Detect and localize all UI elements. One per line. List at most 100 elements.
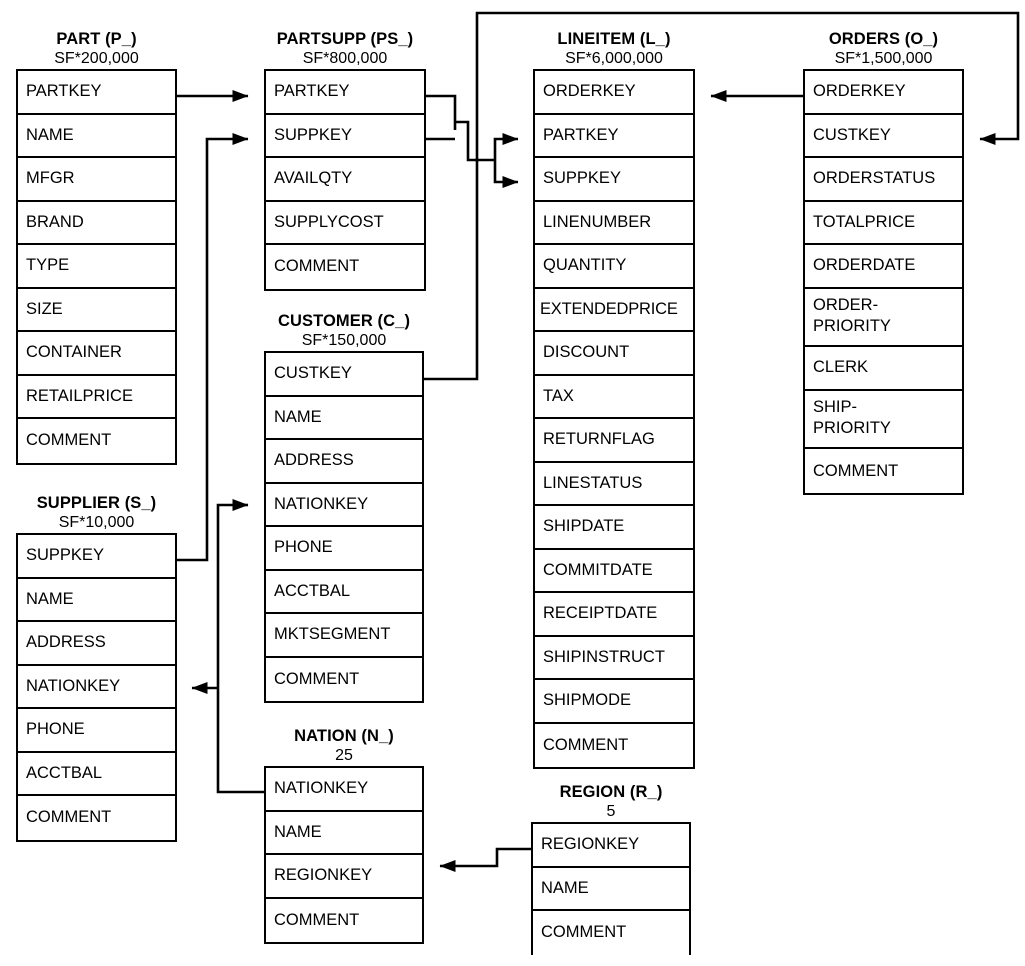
wire-region-to-nation: [439, 847, 531, 872]
entity-cardinality-orders: SF*1,500,000: [834, 50, 933, 67]
field-orders-clerk: CLERK: [805, 347, 962, 391]
field-lineitem-partkey: PARTKEY: [535, 115, 693, 158]
field-region-regionkey: REGIONKEY: [533, 824, 689, 868]
wire-customer-to-orders: [424, 11, 1020, 381]
entity-cardinality-customer: SF*150,000: [301, 332, 387, 349]
field-lineitem-linenumber: LINENUMBER: [535, 202, 693, 245]
field-lineitem-commitdate: COMMITDATE: [535, 550, 693, 593]
field-supplier-name: NAME: [18, 579, 175, 622]
wire-partsupp-bracket-partkey: [426, 94, 457, 130]
field-orders-orderstatus: ORDERSTATUS: [805, 158, 962, 202]
field-customer-nationkey: NATIONKEY: [266, 484, 422, 527]
field-lineitem-shipdate: SHIPDATE: [535, 506, 693, 550]
field-lineitem-shipinstruct: SHIPINSTRUCT: [535, 637, 693, 680]
field-orders-totalprice: TOTALPRICE: [805, 202, 962, 245]
field-customer-name: NAME: [266, 397, 422, 440]
wire-nation-trunk: [216, 503, 264, 794]
field-lineitem-extendedprice: EXTENDEDPRICE: [535, 289, 693, 332]
field-orders-orderpriority: ORDER- PRIORITY: [805, 289, 962, 348]
field-nation-nationkey: NATIONKEY: [266, 768, 422, 812]
wire-to-lineitem-suppkey: [493, 160, 519, 188]
entity-title-customer: CUSTOMER (C_): [277, 312, 411, 330]
field-part-brand: BRAND: [18, 202, 175, 245]
field-lineitem-tax: TAX: [535, 376, 693, 419]
field-lineitem-orderkey: ORDERKEY: [535, 71, 693, 115]
field-part-retailprice: RETAILPRICE: [18, 376, 175, 419]
field-orders-custkey: CUSTKEY: [805, 115, 962, 158]
field-orders-shippriority: SHIP- PRIORITY: [805, 391, 962, 450]
field-partsupp-suppkey: SUPPKEY: [266, 115, 424, 158]
field-part-name: NAME: [18, 115, 175, 158]
entity-cardinality-lineitem: SF*6,000,000: [565, 50, 663, 67]
wire-to-lineitem-partkey: [493, 133, 519, 160]
field-supplier-address: ADDRESS: [18, 622, 175, 666]
field-part-type: TYPE: [18, 245, 175, 289]
entity-title-nation: NATION (N_): [294, 727, 394, 745]
field-lineitem-comment: COMMENT: [543, 735, 629, 754]
field-part-comment: COMMENT: [26, 431, 112, 450]
field-customer-acctbal: ACCTBAL: [266, 571, 422, 614]
entity-title-region: REGION (R_): [559, 783, 663, 801]
entity-title-orders: ORDERS (O_): [828, 30, 939, 48]
field-nation-comment: COMMENT: [274, 910, 360, 929]
field-supplier-nationkey: NATIONKEY: [18, 666, 175, 709]
field-customer-custkey: CUSTKEY: [266, 353, 422, 397]
field-lineitem-quantity: QUANTITY: [535, 245, 693, 289]
field-nation-name: NAME: [266, 812, 422, 855]
field-customer-comment: COMMENT: [274, 669, 360, 688]
field-lineitem-shipmode: SHIPMODE: [535, 680, 693, 724]
field-supplier-comment: COMMENT: [26, 808, 112, 827]
entity-cardinality-partsupp: SF*800,000: [302, 50, 388, 67]
entity-title-partsupp: PARTSUPP (PS_): [276, 30, 414, 48]
field-partsupp-supplycost: SUPPLYCOST: [266, 202, 424, 245]
field-supplier-acctbal: ACCTBAL: [18, 753, 175, 796]
field-part-mfgr: MFGR: [18, 158, 175, 202]
entity-cardinality-nation: 25: [335, 747, 353, 764]
field-customer-phone: PHONE: [266, 527, 422, 571]
field-supplier-phone: PHONE: [18, 709, 175, 753]
field-nation-regionkey: REGIONKEY: [266, 855, 422, 899]
field-orders-orderdate: ORDERDATE: [805, 245, 962, 289]
field-part-partkey: PARTKEY: [18, 71, 175, 115]
field-part-size: SIZE: [18, 289, 175, 332]
entity-cardinality-region: 5: [606, 803, 616, 820]
field-partsupp-partkey: PARTKEY: [266, 71, 424, 115]
field-lineitem-discount: DISCOUNT: [535, 332, 693, 376]
field-orders-comment: COMMENT: [813, 461, 899, 480]
entity-title-lineitem: LINEITEM (L_): [557, 30, 671, 48]
field-lineitem-returnflag: RETURNFLAG: [535, 419, 693, 463]
entity-title-supplier: SUPPLIER (S_): [36, 494, 157, 512]
entity-title-part: PART (P_): [56, 30, 137, 48]
entity-cardinality-supplier: SF*10,000: [58, 514, 135, 531]
wire-supplier-to-partsupp: [177, 133, 249, 562]
field-part-container: CONTAINER: [18, 332, 175, 376]
field-lineitem-receiptdate: RECEIPTDATE: [535, 593, 693, 637]
field-region-name: NAME: [533, 868, 689, 911]
field-customer-mktsegment: MKTSEGMENT: [266, 614, 422, 658]
field-orders-orderkey: ORDERKEY: [805, 71, 962, 115]
field-partsupp-comment: COMMENT: [274, 257, 360, 276]
field-partsupp-availqty: AVAILQTY: [266, 158, 424, 202]
field-customer-address: ADDRESS: [266, 440, 422, 484]
field-supplier-suppkey: SUPPKEY: [18, 535, 175, 579]
field-lineitem-suppkey: SUPPKEY: [535, 158, 693, 202]
entity-cardinality-part: SF*200,000: [54, 50, 139, 67]
field-lineitem-linestatus: LINESTATUS: [535, 463, 693, 506]
